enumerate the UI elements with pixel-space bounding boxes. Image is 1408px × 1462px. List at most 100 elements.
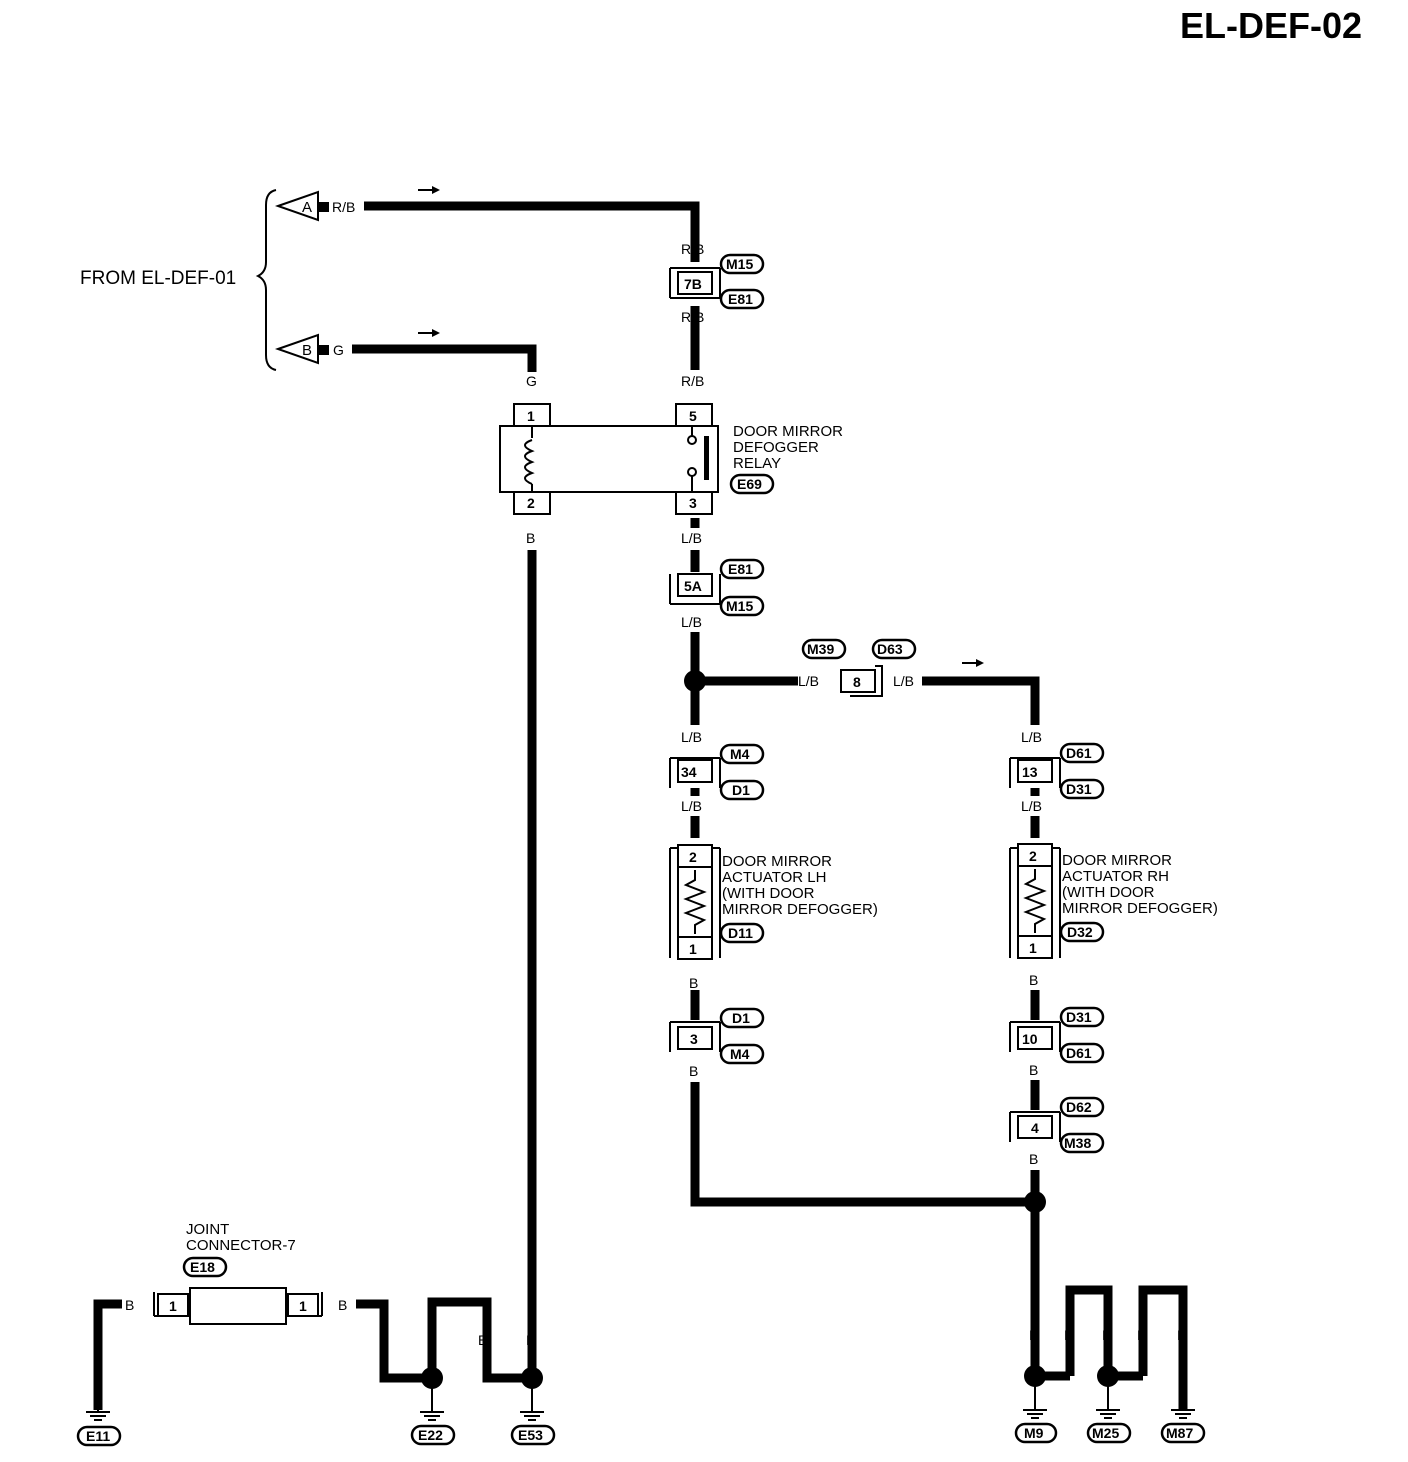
wire-label: L/B <box>681 798 702 814</box>
actuator-rh-name: (WITH DOOR <box>1062 884 1155 901</box>
connector-id-pill <box>1059 778 1105 800</box>
svg-text:2: 2 <box>689 849 697 865</box>
connector-id-pill <box>719 922 765 944</box>
junction-dot <box>421 1367 443 1389</box>
svg-text:1: 1 <box>1029 940 1037 956</box>
wire-label: B <box>1064 1327 1073 1343</box>
connector-id: M4 <box>730 1046 750 1062</box>
connector-id: D63 <box>877 641 903 657</box>
connector-13: 13 <box>1009 757 1061 788</box>
connector-10: 10 <box>1009 1021 1061 1052</box>
wire-label: B <box>1102 1327 1111 1343</box>
wire-rb-label: R/B <box>332 199 355 215</box>
ground-icon <box>1023 1386 1047 1419</box>
connector-34: 34 <box>669 757 721 788</box>
wire-label: B <box>125 1297 134 1313</box>
wire-label: B <box>526 1332 535 1348</box>
connector-id: D61 <box>1066 1045 1092 1061</box>
svg-text:1: 1 <box>689 941 697 957</box>
svg-text:1: 1 <box>527 408 535 424</box>
connector-id-pill <box>871 638 917 660</box>
connector-id-pill <box>1059 921 1105 943</box>
ground-label: M9 <box>1024 1425 1044 1441</box>
input-a-arrow: A <box>274 190 329 222</box>
ground-label: M87 <box>1166 1425 1193 1441</box>
svg-text:8: 8 <box>853 674 861 690</box>
connector-id: M15 <box>726 256 753 272</box>
relay-name: DEFOGGER <box>733 439 819 456</box>
door-mirror-defogger-relay: 1 2 5 3 <box>499 403 719 515</box>
connector-id-pill <box>1059 1042 1105 1064</box>
wire-e11 <box>93 1299 122 1410</box>
connector-id: E69 <box>737 476 762 492</box>
wire-label: R/B <box>681 373 704 389</box>
connector-id-pill <box>1160 1422 1206 1444</box>
connector-id-pill <box>719 1007 765 1029</box>
wire-label: L/B <box>681 530 702 546</box>
connector-id-pill <box>76 1425 122 1447</box>
ground-icon <box>420 1388 444 1421</box>
connector-id-pill <box>510 1424 556 1446</box>
connector-id: D32 <box>1067 924 1093 940</box>
svg-text:13: 13 <box>1022 764 1038 780</box>
connector-id-pill <box>719 288 765 310</box>
ground-label: E22 <box>418 1427 443 1443</box>
connector-id: E18 <box>190 1259 215 1275</box>
wire-label: B <box>1029 1062 1038 1078</box>
actuator-rh-name: MIRROR DEFOGGER) <box>1062 900 1218 917</box>
wire-g-label: G <box>333 342 344 358</box>
connector-id-pill <box>1059 1132 1105 1154</box>
connector-id: D62 <box>1066 1099 1092 1115</box>
svg-text:3: 3 <box>689 495 697 511</box>
ground-label: E53 <box>518 1427 543 1443</box>
wire-label: B <box>93 1332 102 1348</box>
wire-label: B <box>1137 1327 1146 1343</box>
joint-name: JOINT <box>186 1221 229 1238</box>
wire-ground-loop-1 <box>1065 1285 1113 1376</box>
wire-label: L/B <box>1021 798 1042 814</box>
junction-dot <box>1024 1191 1046 1213</box>
connector-id: M4 <box>730 746 750 762</box>
from-brace <box>255 189 277 371</box>
wire-label: B <box>338 1297 347 1313</box>
svg-text:7B: 7B <box>684 276 702 292</box>
connector-id-pill <box>182 1256 228 1278</box>
connector-id: E81 <box>728 291 753 307</box>
connector-id-pill <box>1059 1096 1105 1118</box>
connector-7b: 7B <box>669 267 721 299</box>
wire-label: B <box>526 530 535 546</box>
actuator-lh-name: (WITH DOOR <box>722 885 815 902</box>
wire-label: L/B <box>893 673 914 689</box>
connector-id: E81 <box>728 561 753 577</box>
relay-name: RELAY <box>733 455 781 472</box>
connector-id: D61 <box>1066 745 1092 761</box>
ground-icon <box>86 1408 110 1421</box>
svg-text:5: 5 <box>689 408 697 424</box>
wire-label: B <box>1029 1151 1038 1167</box>
door-mirror-actuator-rh: 2 1 <box>1009 843 1061 959</box>
connector-5a: 5A <box>669 573 721 605</box>
connector-id: D1 <box>732 782 750 798</box>
wire-label: B <box>689 975 698 991</box>
svg-text:1: 1 <box>169 1298 177 1314</box>
junction-dot <box>1024 1365 1046 1387</box>
wire-label: B <box>379 1332 388 1348</box>
ground-icon <box>520 1388 544 1421</box>
connector-id-pill <box>719 558 765 580</box>
junction-dot <box>684 670 706 692</box>
svg-text:34: 34 <box>681 764 697 780</box>
svg-text:5A: 5A <box>684 578 702 594</box>
connector-id: D31 <box>1066 1009 1092 1025</box>
junction-dot <box>1097 1365 1119 1387</box>
connector-id-pill <box>719 595 765 617</box>
connector-id: D11 <box>728 925 753 941</box>
connector-id: D31 <box>1066 781 1092 797</box>
wire-label: R/B <box>681 309 704 325</box>
wire-label: G <box>526 373 537 389</box>
wire-label: B <box>1029 972 1038 988</box>
wire-label: L/B <box>1021 729 1042 745</box>
connector-id-pill <box>1059 1006 1105 1028</box>
wire-e22-b <box>427 1297 532 1383</box>
